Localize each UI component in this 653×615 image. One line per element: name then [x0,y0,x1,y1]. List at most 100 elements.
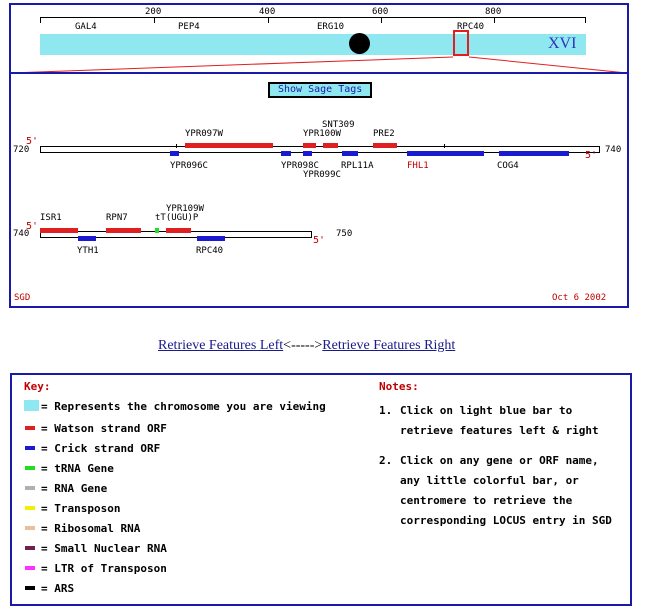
ruler-line [40,17,586,18]
key-title: Key: [24,380,51,393]
row2-crick-axis [40,237,312,238]
orf-label[interactable]: RPC40 [196,246,224,256]
row2-start-coordinate: 740 [13,229,30,239]
chromosome-name: XVI [548,35,577,52]
date-footer-label: Oct 6 2002 [552,293,607,303]
orf-label[interactable]: FHL1 [407,161,429,171]
retrieve-nav: Retrieve Features Left<----->Retrieve Fe… [158,336,455,354]
orf-crick-bar[interactable] [197,236,225,241]
orf-label[interactable]: YPR097W [185,129,223,139]
key-label: = LTR of Transposon [41,562,167,575]
trna-label[interactable]: tT(UGU)P [155,213,199,223]
ruler-label: 200 [145,7,162,17]
row1-watson-axis [40,146,600,147]
row1-crick-axis [40,152,600,153]
row1-end-coordinate: 740 [605,145,622,155]
orf-label[interactable]: YPR099C [303,170,341,180]
current-region-marker [453,30,469,56]
orf-watson-bar[interactable] [303,143,316,148]
key-swatch-ltr [25,566,35,570]
orf-label[interactable]: RPN7 [106,213,128,223]
orf-label[interactable]: COG4 [497,161,519,171]
chromosome-gene-label[interactable]: GAL4 [75,22,97,32]
ruler-tick [268,17,269,23]
key-label: = tRNA Gene [41,462,114,475]
orf-crick-bar[interactable] [499,151,569,156]
row1-five-prime-left: 5' [26,136,39,147]
orf-watson-bar[interactable] [373,143,397,148]
ruler-tick [40,17,41,23]
chromosome-gene-label[interactable]: PEP4 [178,22,200,32]
orf-watson-bar[interactable] [323,143,338,148]
row2-end-coordinate: 750 [336,229,353,239]
nav-separator: <-----> [283,338,323,353]
key-swatch-crick [25,446,35,450]
orf-label[interactable]: SNT309 [322,120,355,130]
chromosome-bar[interactable] [40,34,586,55]
map-divider [9,72,629,74]
note-text: Click on light blue bar to retrieve feat… [400,404,599,437]
centromere-icon[interactable] [349,33,370,54]
notes-title: Notes: [379,380,419,393]
orf-label[interactable]: YTH1 [77,246,99,256]
orf-crick-bar[interactable] [281,151,291,156]
row1-axis-tick [444,144,445,148]
row1-five-prime-right: 5' [585,150,598,161]
ruler-label: 400 [259,7,276,17]
note-text: Click on any gene or ORF name, any littl… [400,454,612,527]
ruler-label: 800 [485,7,502,17]
chromosome-gene-label[interactable]: RPC40 [457,22,485,32]
row2-five-prime-right: 5' [313,235,326,246]
orf-label[interactable]: YPR096C [170,161,208,171]
orf-crick-bar[interactable] [342,151,358,156]
key-label: = Small Nuclear RNA [41,542,167,555]
key-swatch-transposon [25,506,35,510]
key-swatch-rna [25,486,35,490]
orf-watson-bar[interactable] [166,228,191,233]
ruler-tick [585,17,586,23]
row1-axis-tick [176,144,177,148]
key-swatch-watson [25,426,35,430]
sgd-footer-label: SGD [14,293,31,303]
orf-label[interactable]: YPR098C [281,161,319,171]
note-number: 1. [379,404,393,417]
orf-crick-bar[interactable] [407,151,484,156]
key-label: = Transposon [41,502,121,515]
ruler-tick [154,17,155,23]
orf-watson-bar[interactable] [40,228,78,233]
retrieve-features-right-link[interactable]: Retrieve Features Right [322,338,456,353]
chromosome-map-panel [9,3,629,308]
row2-axis-end-tick [311,231,312,238]
orf-watson-bar[interactable] [185,143,273,148]
ruler-tick [381,17,382,23]
key-label: = Ribosomal RNA [41,522,141,535]
key-label: = ARS [41,582,75,595]
orf-crick-bar[interactable] [78,236,96,241]
key-swatch-ribosomal [25,526,35,530]
orf-label[interactable]: YPR109W [166,204,204,214]
key-label: = Watson strand ORF [41,422,167,435]
trna-gene-bar[interactable] [155,228,159,233]
orf-label[interactable]: PRE2 [373,129,395,139]
orf-label[interactable]: ISR1 [40,213,62,223]
orf-crick-bar[interactable] [170,151,179,156]
zoom-lines [9,56,628,74]
orf-label[interactable]: RPL11A [341,161,374,171]
row2-five-prime-left: 5' [26,221,39,232]
ruler-label: 600 [372,7,389,17]
key-label: = Crick strand ORF [41,442,161,455]
ruler-tick [494,17,495,23]
row1-axis-start-tick [40,146,41,153]
note-number: 2. [379,454,393,467]
key-swatch-chromosome [24,400,39,411]
key-swatch-trna [25,466,35,470]
orf-crick-bar[interactable] [303,151,312,156]
retrieve-features-left-link[interactable]: Retrieve Features Left [158,338,284,353]
chromosome-gene-label[interactable]: ERG10 [317,22,345,32]
row1-start-coordinate: 720 [13,145,30,155]
key-label: = RNA Gene [41,482,108,495]
orf-watson-bar[interactable] [106,228,141,233]
orf-label[interactable]: YPR100W [303,129,341,139]
key-swatch-snrna [25,546,35,550]
show-sage-tags-button[interactable]: Show Sage Tags [268,82,373,98]
